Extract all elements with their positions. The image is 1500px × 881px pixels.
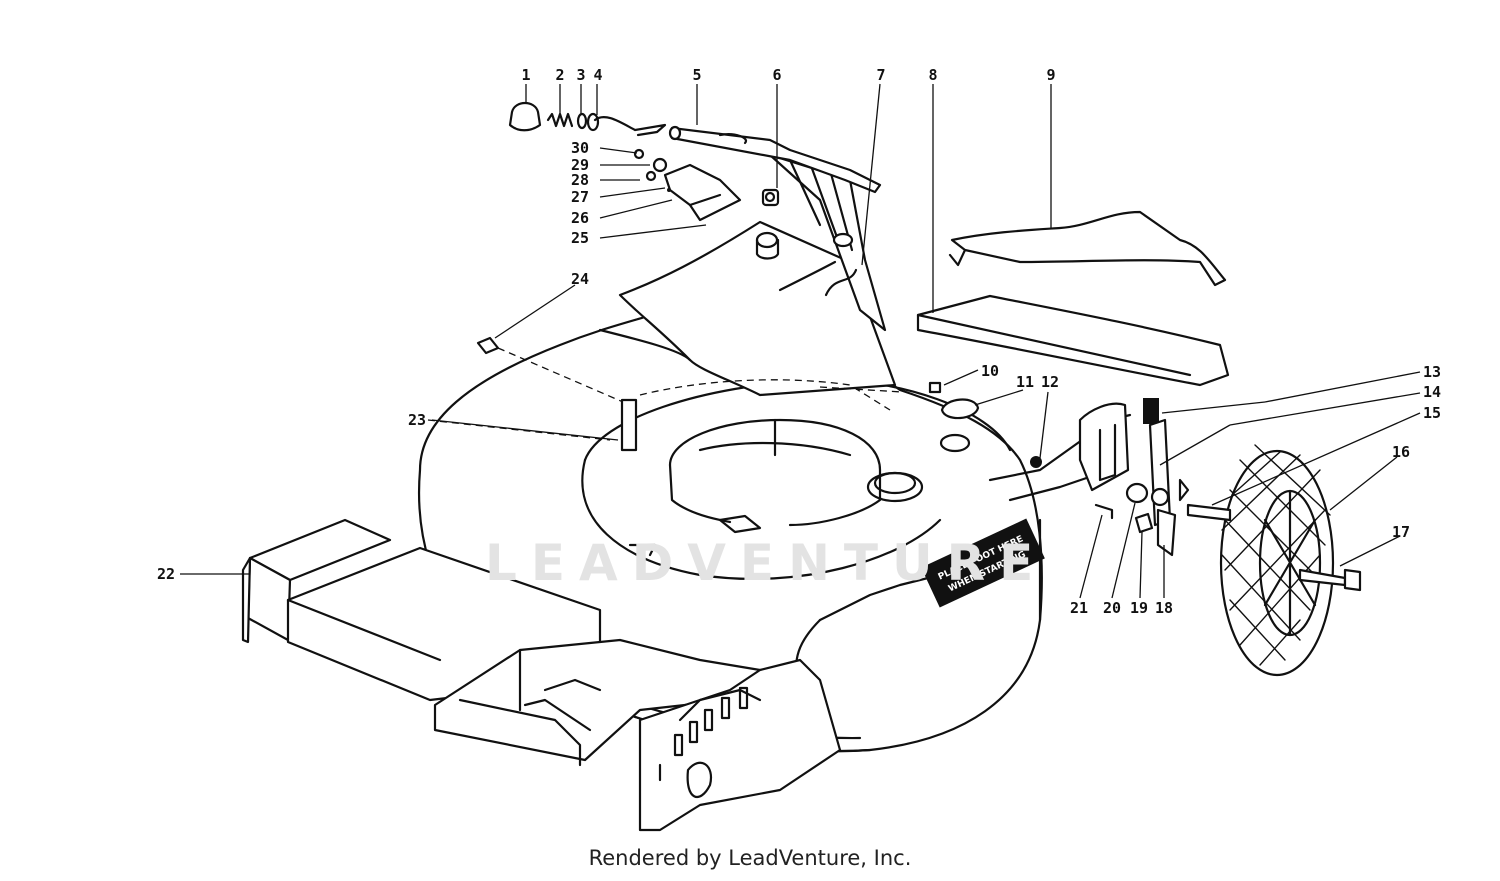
callout-25: 25: [571, 229, 589, 247]
lever-bracket: [633, 148, 742, 222]
callout-18: 18: [1155, 599, 1173, 617]
spacer-part-6: [761, 188, 780, 207]
callout-21: 21: [1070, 599, 1088, 617]
callout-9: 9: [1046, 66, 1055, 84]
height-adjust-lever: [668, 125, 882, 194]
rod-part-4: [586, 112, 667, 137]
callout-8: 8: [928, 66, 937, 84]
fill-plug: [928, 381, 980, 453]
callout-20: 20: [1103, 599, 1121, 617]
callout-11: 11: [1016, 373, 1034, 391]
callout-numbers: 1 2 3 4 5 6 7 8 9 10 11 12 13 14 15 16 1…: [157, 66, 1441, 617]
callout-29: 29: [571, 156, 589, 174]
rear-axle-housing: [433, 638, 842, 832]
callout-23: 23: [408, 411, 426, 429]
leader-lines: [180, 83, 1421, 599]
callout-3: 3: [576, 66, 585, 84]
callout-30: 30: [571, 139, 589, 157]
callout-27: 27: [571, 188, 589, 206]
callout-17: 17: [1392, 523, 1410, 541]
callout-19: 19: [1130, 599, 1148, 617]
callout-12: 12: [1041, 373, 1059, 391]
callout-26: 26: [571, 209, 589, 227]
callout-10: 10: [981, 362, 999, 380]
callout-22: 22: [157, 565, 175, 583]
callout-16: 16: [1392, 443, 1410, 461]
callout-24: 24: [571, 270, 589, 288]
knob-spring-washer: [508, 101, 588, 132]
callout-5: 5: [692, 66, 701, 84]
rear-deflector-cover: [948, 210, 1227, 287]
callout-1: 1: [521, 66, 530, 84]
rear-deflector-plate: [916, 294, 1230, 387]
callout-4: 4: [593, 66, 602, 84]
callout-15: 15: [1423, 404, 1441, 422]
callout-14: 14: [1423, 383, 1441, 401]
callout-2: 2: [555, 66, 564, 84]
callout-6: 6: [772, 66, 781, 84]
footer-credit: Rendered by LeadVenture, Inc.: [588, 846, 912, 870]
rear-wheel: [1186, 444, 1362, 677]
height-adjuster-bracket: [1030, 398, 1190, 557]
callout-7: 7: [876, 66, 885, 84]
watermark-text: LEADVENTURE: [485, 534, 1048, 592]
callout-28: 28: [571, 171, 589, 189]
callout-13: 13: [1423, 363, 1441, 381]
